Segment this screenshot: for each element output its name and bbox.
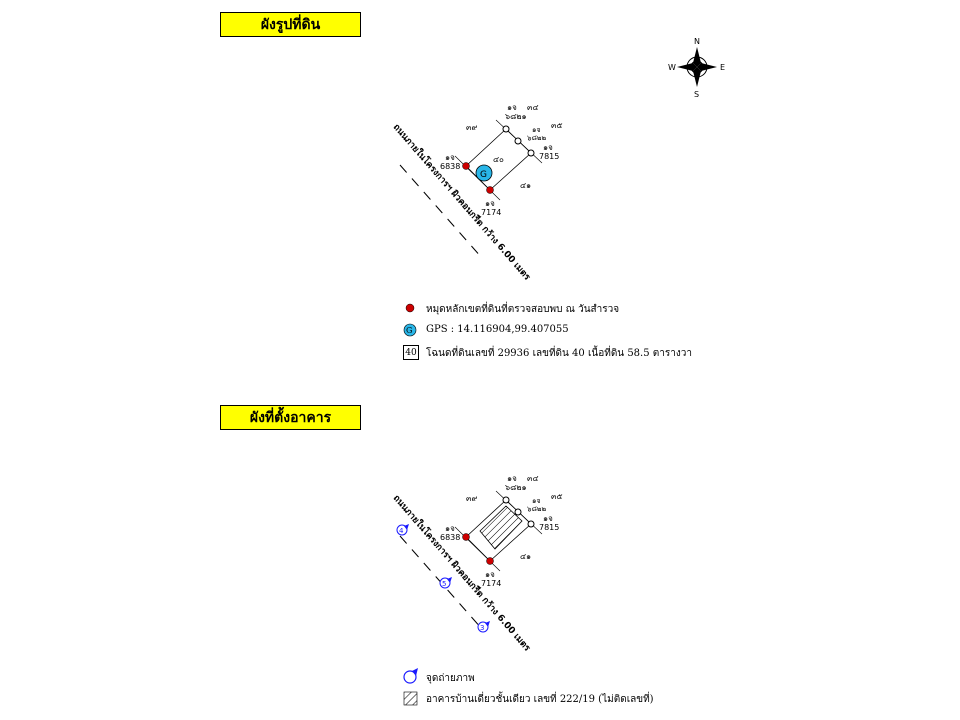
svg-text:๔๐: ๔๐ bbox=[493, 155, 504, 164]
svg-text:๔๑: ๔๑ bbox=[520, 181, 531, 190]
marker-label: ๑จ bbox=[532, 126, 541, 134]
compass-south: S bbox=[694, 90, 699, 99]
svg-text:๓๙: ๓๙ bbox=[466, 494, 477, 503]
svg-text:๓๔: ๓๔ bbox=[527, 474, 539, 483]
legend-deed: โฉนดที่ดินเลขที่ 29936 เลขที่ดิน 40 เนื้… bbox=[426, 348, 692, 359]
camera-point-icon bbox=[403, 668, 418, 684]
photo-point-4[interactable]: 4 bbox=[396, 524, 409, 536]
svg-text:๑จ: ๑จ bbox=[507, 474, 517, 483]
svg-text:G: G bbox=[406, 326, 412, 335]
section-title-building-plan: ผังที่ตั้งอาคาร bbox=[220, 405, 361, 430]
building-plan: ถนนภายในโครงการฯ ผิวคอนกรีต กว้าง 6.00 เ… bbox=[391, 474, 563, 654]
compass-north: N bbox=[694, 37, 700, 46]
svg-text:๓๕: ๓๕ bbox=[551, 492, 563, 501]
compass-west: W bbox=[668, 63, 676, 72]
legend-gps: GPS : 14.116904,99.407055 bbox=[426, 324, 569, 335]
svg-text:๑จ: ๑จ bbox=[485, 570, 495, 579]
svg-text:๑จ: ๑จ bbox=[445, 153, 455, 162]
photo-point-5[interactable]: 5 bbox=[439, 577, 452, 589]
svg-text:๓๔: ๓๔ bbox=[527, 103, 539, 112]
boundary-marker-icon bbox=[462, 162, 470, 170]
svg-text:G: G bbox=[480, 170, 487, 180]
svg-text:๑จ: ๑จ bbox=[507, 103, 517, 112]
boundary-marker-icon bbox=[486, 186, 494, 194]
svg-text:3: 3 bbox=[480, 624, 484, 632]
gps-marker-icon bbox=[475, 164, 493, 182]
svg-text:๓๕: ๓๕ bbox=[551, 121, 563, 130]
svg-text:๔๑: ๔๑ bbox=[520, 552, 531, 561]
svg-text:๑จ: ๑จ bbox=[543, 143, 553, 152]
compass-icon: N S W E bbox=[668, 37, 725, 99]
land-plan: ถนนภายในโครงการฯ ผิวคอนกรีต กว้าง 6.00 เ… bbox=[391, 103, 563, 283]
gps-icon bbox=[403, 323, 417, 337]
svg-text:5: 5 bbox=[442, 580, 446, 588]
svg-text:4: 4 bbox=[399, 527, 404, 535]
svg-text:7174: 7174 bbox=[481, 208, 501, 217]
legend-photo: จุดถ่ายภาพ bbox=[426, 673, 475, 684]
svg-text:๑จ: ๑จ bbox=[543, 514, 553, 523]
svg-text:๖๘๒๑: ๖๘๒๑ bbox=[505, 483, 527, 492]
svg-text:6838: 6838 bbox=[440, 533, 460, 542]
road-label: ถนนภายในโครงการฯ ผิวคอนกรีต กว้าง 6.00 เ… bbox=[391, 121, 534, 283]
svg-text:๓๙: ๓๙ bbox=[466, 123, 477, 132]
section-title-land-plan: ผังรูปที่ดิน bbox=[220, 12, 361, 37]
svg-text:๖๘๒๑: ๖๘๒๑ bbox=[505, 112, 527, 121]
svg-text:7815: 7815 bbox=[539, 152, 559, 161]
svg-text:๑จ: ๑จ bbox=[445, 524, 455, 533]
marker-label: ๑จ bbox=[532, 497, 541, 505]
svg-text:7815: 7815 bbox=[539, 523, 559, 532]
boundary-marker-icon bbox=[405, 303, 415, 313]
svg-text:7174: 7174 bbox=[481, 579, 501, 588]
marker-number: ๖๘๒๒ bbox=[527, 505, 546, 513]
marker-number: ๖๘๒๒ bbox=[527, 134, 546, 142]
building-hatch-icon bbox=[403, 691, 418, 706]
legend-marker: หมุดหลักเขตที่ดินที่ตรวจสอบพบ ณ วันสำรวจ bbox=[426, 304, 620, 315]
legend-building: อาคารบ้านเดี่ยวชั้นเดียว เลขที่ 222/19 (… bbox=[426, 694, 654, 705]
photo-point-3[interactable]: 3 bbox=[477, 621, 490, 633]
svg-text:6838: 6838 bbox=[440, 162, 460, 171]
compass-east: E bbox=[720, 63, 725, 72]
svg-text:๑จ: ๑จ bbox=[485, 199, 495, 208]
deed-box: 40 bbox=[403, 345, 419, 360]
building-footprint bbox=[479, 505, 523, 550]
